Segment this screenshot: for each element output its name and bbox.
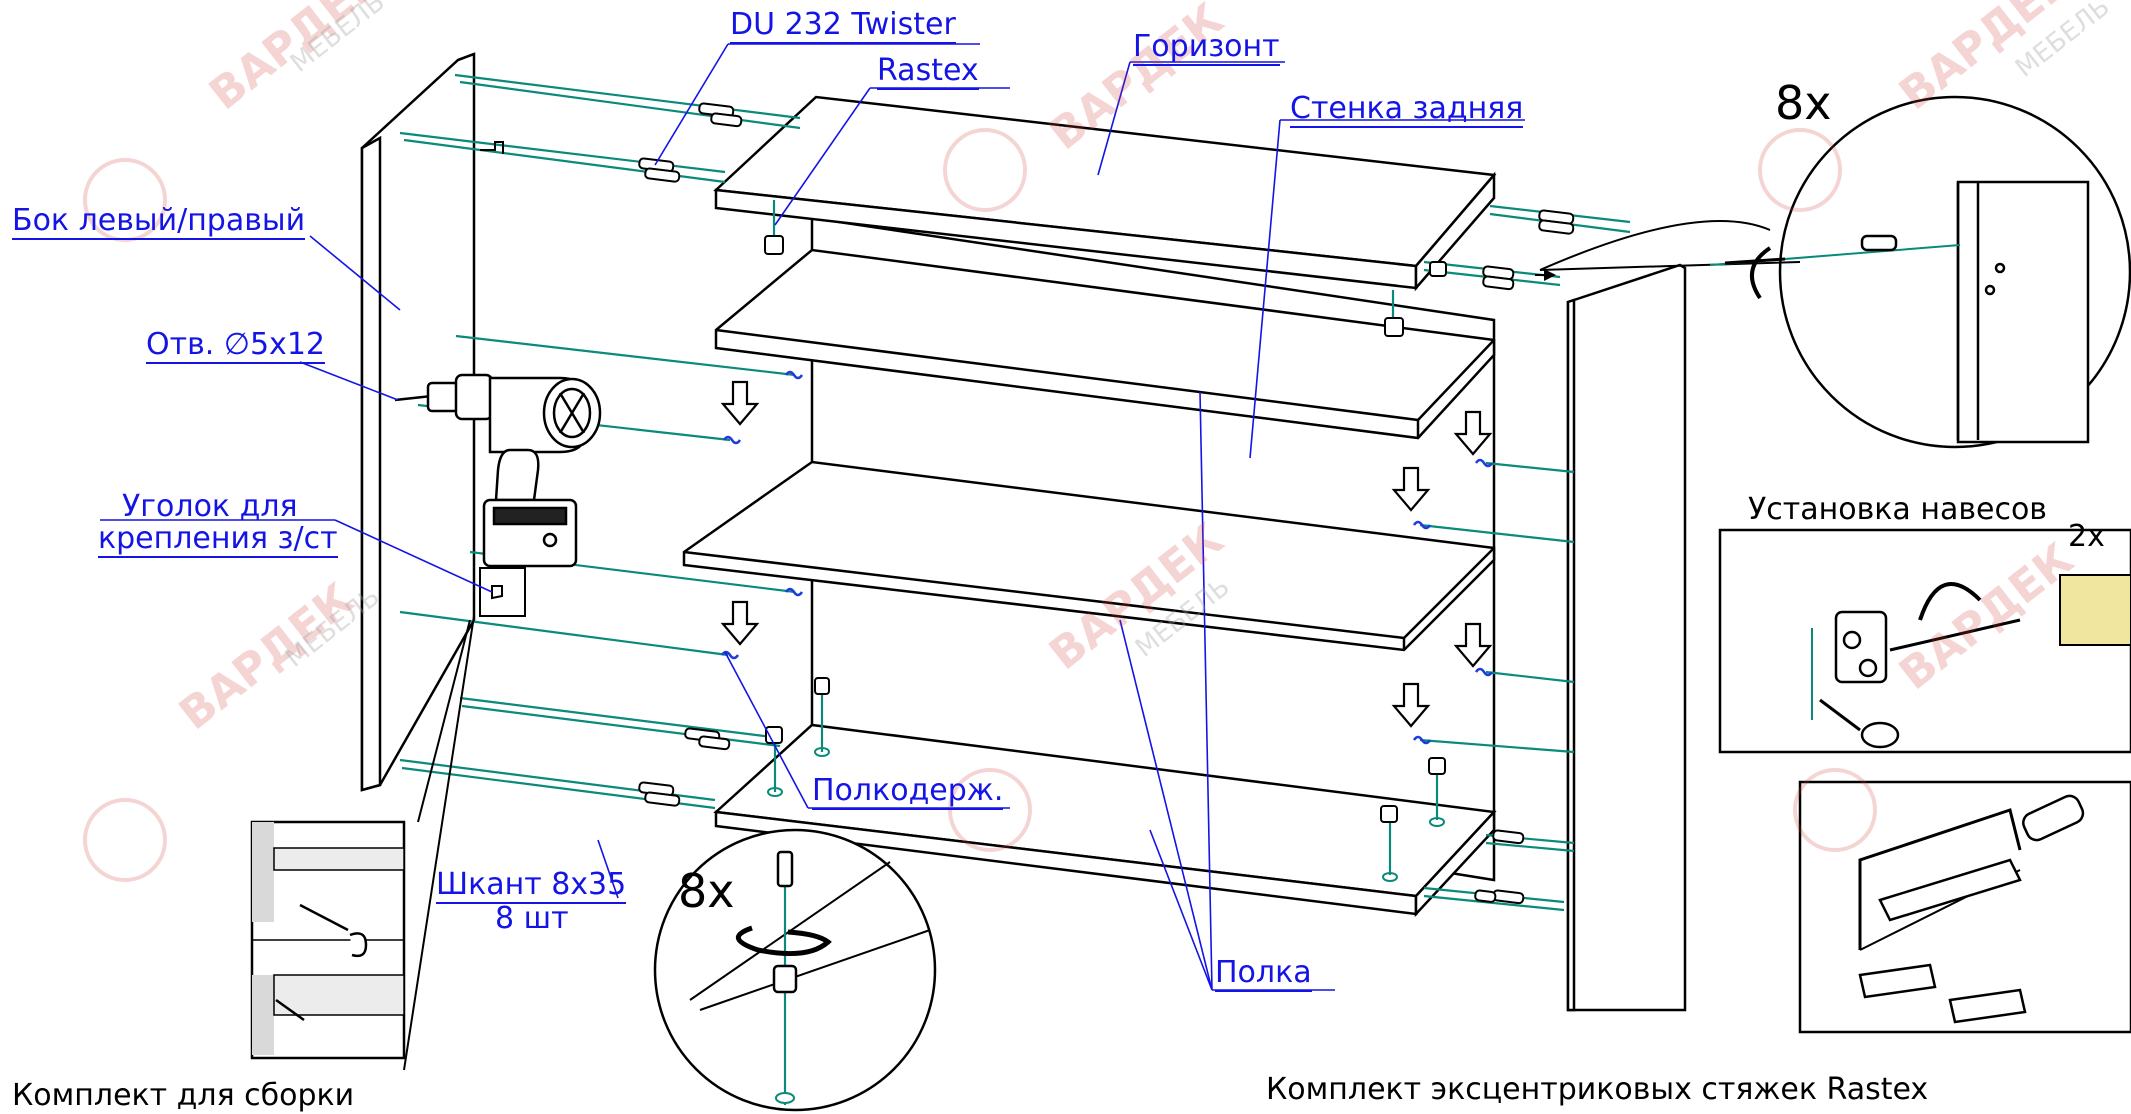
label-corner-2: крепления з/ст: [98, 521, 338, 558]
cam-install-detail: [653, 828, 937, 1112]
kit-title: Комплект для сборки: [12, 1078, 355, 1113]
count-bottom-left: 8x: [678, 864, 735, 918]
shelf-1: [714, 248, 1496, 440]
hinges-title: Установка навесов: [1748, 492, 2047, 527]
rastex-kit-title: Комплект эксцентриковых стяжек Rastex: [1266, 1072, 1929, 1107]
drill-icon: [394, 373, 602, 568]
hinge-icon: [1718, 528, 2131, 754]
count-hinges: 2x: [2068, 519, 2105, 554]
count-top-right: 8x: [1775, 76, 1832, 130]
connector-install-detail: [1539, 95, 2131, 449]
connectors: [638, 102, 1575, 905]
cam-locks: [764, 235, 1447, 823]
label-dowel-2: 8 шт: [495, 901, 569, 936]
label-hole: Отв. ∅5x12: [146, 327, 325, 364]
hacksaw-icon: [1798, 780, 2131, 1034]
right-side-panel: [1566, 263, 1687, 1012]
down-arrow-icon: [720, 380, 1493, 728]
left-side-panel: [360, 52, 476, 792]
label-dowel-1: Шкант 8x35: [436, 867, 627, 904]
watermark-emblems: [83, 128, 1877, 882]
detail-pointer-lines: [403, 615, 475, 1071]
assembly-kit-detail: [250, 820, 406, 1060]
label-side: Бок левый/правый: [12, 203, 306, 240]
label-corner-1: Уголок для: [122, 489, 298, 524]
top-panel: [713, 95, 1497, 292]
label-gorizont: Горизонт: [1133, 29, 1280, 66]
label-shelf-support: Полкодерж.: [812, 773, 1004, 810]
label-twister: DU 232 Twister: [730, 7, 956, 44]
shelf-2: [682, 460, 1496, 652]
label-rastex: Rastex: [877, 53, 979, 90]
label-shelf: Полка: [1215, 955, 1312, 992]
corner-bracket: [479, 141, 526, 617]
label-back-wall: Стенка задняя: [1290, 91, 1524, 128]
shelf-supports: [720, 370, 1494, 745]
cam-holes: [767, 747, 1445, 882]
